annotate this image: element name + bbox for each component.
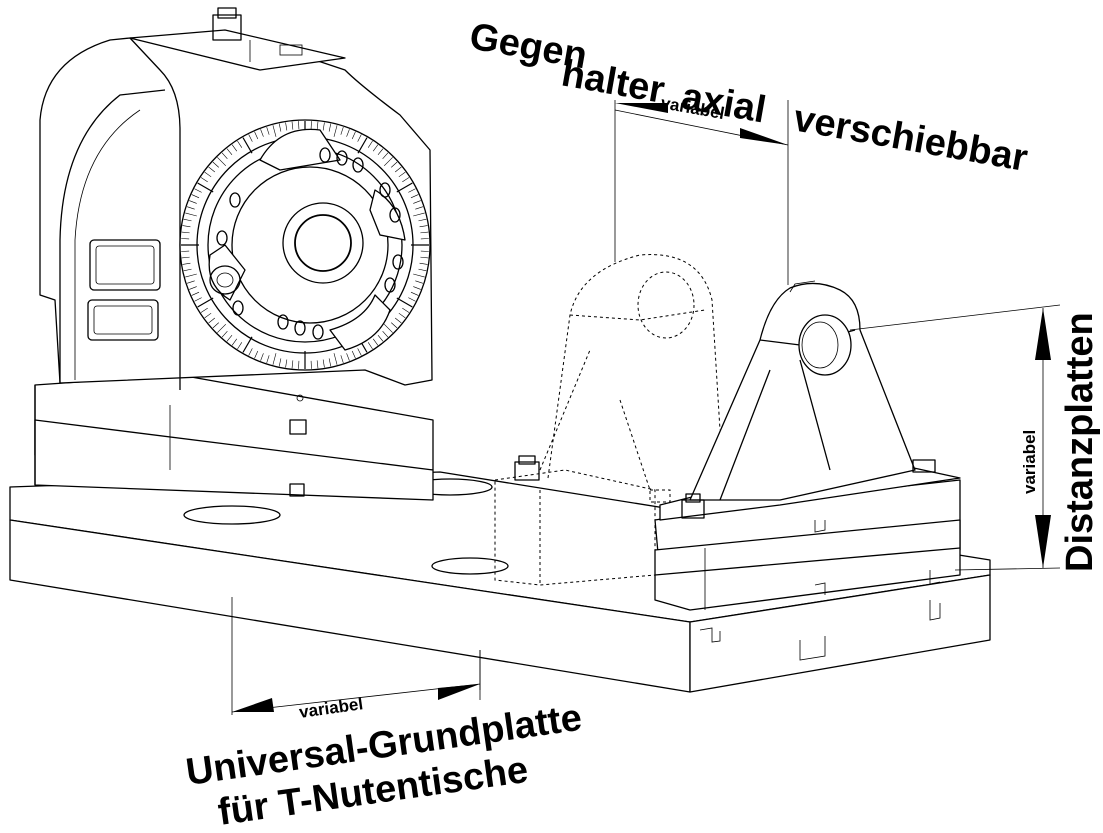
- label-spacer-plates: Distanzplatten: [1059, 312, 1101, 572]
- counter-holder: [655, 281, 960, 610]
- bottom-arrow-left: [232, 698, 274, 712]
- top-arrow-right: [740, 128, 788, 145]
- right-arrow-top: [1035, 308, 1051, 360]
- right-extension-top: [850, 305, 1060, 330]
- label-variabel-bottom: variabel: [298, 694, 364, 722]
- label-variabel-right: variabel: [1020, 430, 1039, 494]
- bottom-arrow-right: [438, 684, 480, 700]
- right-arrow-bottom: [1035, 515, 1051, 568]
- label-counter-holder: Gegen halter axial verschiebbar: [466, 16, 1030, 180]
- label-verschiebbar: verschiebbar: [790, 98, 1030, 180]
- label-halter: halter: [558, 53, 667, 112]
